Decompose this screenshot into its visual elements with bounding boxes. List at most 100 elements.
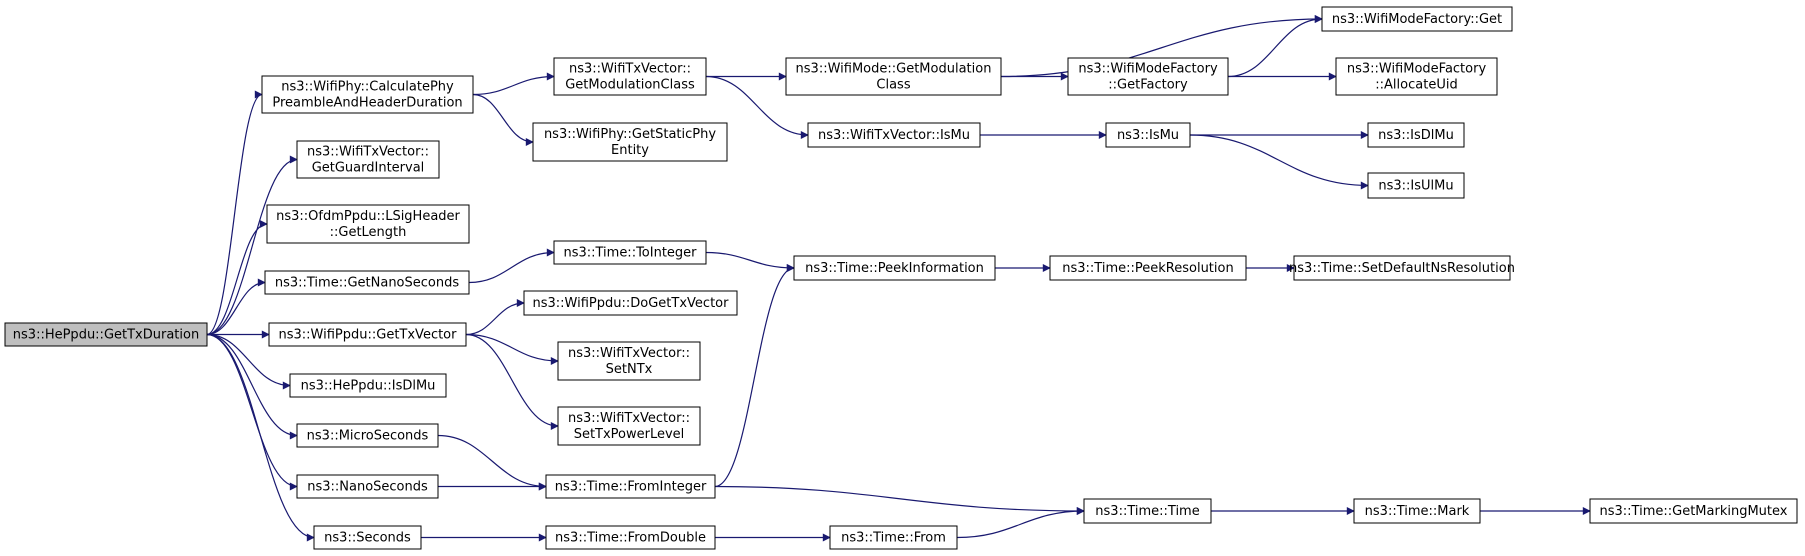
- call-edge: [206, 333, 315, 542]
- node-label: ns3::WifiTxVector::: [568, 411, 690, 426]
- node-label: ns3::Time::GetNanoSeconds: [275, 276, 460, 291]
- node-label: ns3::IsMu: [1117, 128, 1179, 143]
- node-box: [523, 290, 738, 316]
- call-graph-node[interactable]: ns3::Time::From: [829, 525, 958, 550]
- node-label: ::GetFactory: [1108, 78, 1188, 93]
- node-box: [1335, 57, 1498, 96]
- call-graph-node[interactable]: ns3::Time::FromInteger: [545, 474, 716, 499]
- call-graph-node[interactable]: ns3::WifiModeFactory::Get: [1321, 6, 1513, 32]
- call-graph-node[interactable]: ns3::Time::GetMarkingMutex: [1589, 498, 1798, 524]
- call-edge: [206, 333, 291, 390]
- node-box: [296, 140, 440, 179]
- call-graph-node[interactable]: ns3::IsUlMu: [1367, 172, 1465, 199]
- call-graph-node[interactable]: ns3::WifiPpdu::GetTxVector: [268, 322, 467, 347]
- node-box: [1367, 122, 1465, 148]
- node-box: [289, 373, 447, 398]
- call-graph-node[interactable]: ns3::MicroSeconds: [296, 423, 439, 448]
- call-edge: [1227, 15, 1323, 78]
- node-box: [557, 341, 701, 381]
- nodes-layer: ns3::HePpdu::GetTxDuration ns3::WifiPhy::…: [4, 6, 1798, 550]
- call-graph-node[interactable]: ns3::Time::Time: [1083, 498, 1212, 524]
- node-label: Entity: [611, 143, 649, 158]
- call-graph-node[interactable]: ns3::Time::Mark: [1353, 498, 1481, 524]
- node-box: [557, 406, 701, 446]
- node-box: [296, 423, 439, 448]
- node-box: [829, 525, 958, 550]
- call-graph-node[interactable]: ns3::WifiMode::GetModulationClass: [785, 57, 1002, 96]
- edges-layer: [206, 15, 1591, 542]
- call-graph-node[interactable]: ns3::Time::ToInteger: [553, 240, 707, 265]
- call-graph-node[interactable]: ns3::WifiPhy::CalculatePhyPreambleAndHea…: [261, 75, 474, 114]
- node-label: ns3::Time::From: [841, 531, 946, 546]
- call-edge: [1189, 134, 1369, 190]
- call-graph-node[interactable]: ns3::Time::PeekInformation: [793, 255, 996, 281]
- call-graph-node[interactable]: ns3::WifiTxVector::GetModulationClass: [553, 57, 707, 96]
- node-box: [1105, 122, 1191, 148]
- call-graph-node[interactable]: ns3::Time::SetDefaultNsResolution: [1289, 255, 1515, 281]
- call-graph-node[interactable]: ns3::NanoSeconds: [296, 474, 439, 499]
- call-edge: [705, 251, 795, 272]
- node-label: ns3::Time::Mark: [1365, 504, 1470, 519]
- node-label: ::GetLength: [330, 225, 407, 240]
- node-label: ns3::WifiPpdu::DoGetTxVector: [533, 296, 730, 311]
- node-box: [553, 57, 707, 96]
- call-graph-node[interactable]: ns3::WifiTxVector::IsMu: [807, 122, 981, 148]
- call-edge: [465, 299, 525, 336]
- call-edge: [206, 220, 268, 336]
- call-graph-node[interactable]: ns3::WifiTxVector::SetTxPowerLevel: [557, 406, 701, 446]
- call-graph-node[interactable]: ns3::WifiTxVector::GetGuardInterval: [296, 140, 440, 179]
- node-label: ns3::IsUlMu: [1378, 179, 1453, 194]
- call-graph-node[interactable]: ns3::IsMu: [1105, 122, 1191, 148]
- node-label: ns3::NanoSeconds: [307, 480, 428, 495]
- call-graph-node[interactable]: ns3::Time::PeekResolution: [1049, 255, 1247, 281]
- node-label: ns3::WifiPpdu::GetTxVector: [279, 328, 458, 343]
- node-box: [266, 204, 470, 244]
- call-edge: [206, 333, 298, 491]
- node-label: ns3::WifiTxVector::: [307, 145, 429, 160]
- node-box: [1293, 255, 1511, 281]
- node-label: ns3::Time::FromInteger: [555, 480, 707, 495]
- node-label: ns3::WifiPhy::GetStaticPhy: [544, 127, 716, 142]
- node-box: [545, 474, 716, 499]
- call-graph-node[interactable]: ns3::WifiTxVector::SetNTx: [557, 341, 701, 381]
- call-graph-node[interactable]: ns3::HePpdu::IsDlMu: [289, 373, 447, 398]
- node-label: ns3::Time::PeekInformation: [805, 261, 984, 276]
- node-box: [785, 57, 1002, 96]
- node-label: SetNTx: [606, 362, 653, 377]
- call-graph-node[interactable]: ns3::IsDlMu: [1367, 122, 1465, 148]
- call-edge: [705, 75, 809, 139]
- call-edge: [1000, 15, 1323, 78]
- call-graph-node[interactable]: ns3::WifiModeFactory::GetFactory: [1067, 57, 1229, 96]
- node-label: PreambleAndHeaderDuration: [272, 96, 462, 111]
- call-edge: [714, 485, 1085, 515]
- node-box: [545, 525, 716, 550]
- node-box: [1589, 498, 1798, 524]
- call-edge: [468, 248, 555, 284]
- node-box: [268, 322, 467, 347]
- call-graph-node[interactable]: ns3::Time::GetNanoSeconds: [264, 270, 470, 295]
- call-graph-node[interactable]: ns3::WifiModeFactory::AllocateUid: [1335, 57, 1498, 96]
- node-box: [807, 122, 981, 148]
- node-label: ns3::IsDlMu: [1378, 128, 1454, 143]
- node-box: [296, 474, 439, 499]
- node-label: ns3::Time::Time: [1095, 504, 1199, 519]
- node-label: ns3::Time::PeekResolution: [1062, 261, 1233, 276]
- call-graph-node[interactable]: ns3::Time::FromDouble: [545, 525, 716, 550]
- node-label: ns3::WifiModeFactory::Get: [1332, 12, 1502, 27]
- node-label: ns3::Time::GetMarkingMutex: [1600, 504, 1788, 519]
- node-box: [261, 75, 474, 114]
- call-edge: [437, 434, 547, 491]
- call-graph-node[interactable]: ns3::HePpdu::GetTxDuration: [4, 322, 208, 347]
- node-label: ns3::WifiTxVector::IsMu: [818, 128, 970, 143]
- call-edge: [472, 93, 534, 146]
- node-label: ns3::OfdmPpdu::LSigHeader: [276, 209, 460, 224]
- call-edge: [206, 155, 298, 336]
- node-box: [1049, 255, 1247, 281]
- call-edge: [206, 333, 298, 440]
- node-box: [1367, 172, 1465, 199]
- call-graph-node[interactable]: ns3::WifiPpdu::DoGetTxVector: [523, 290, 738, 316]
- call-graph-node[interactable]: ns3::OfdmPpdu::LSigHeader::GetLength: [266, 204, 470, 244]
- call-graph-node[interactable]: ns3::Seconds: [313, 525, 422, 550]
- node-label: ns3::WifiPhy::CalculatePhy: [281, 80, 454, 95]
